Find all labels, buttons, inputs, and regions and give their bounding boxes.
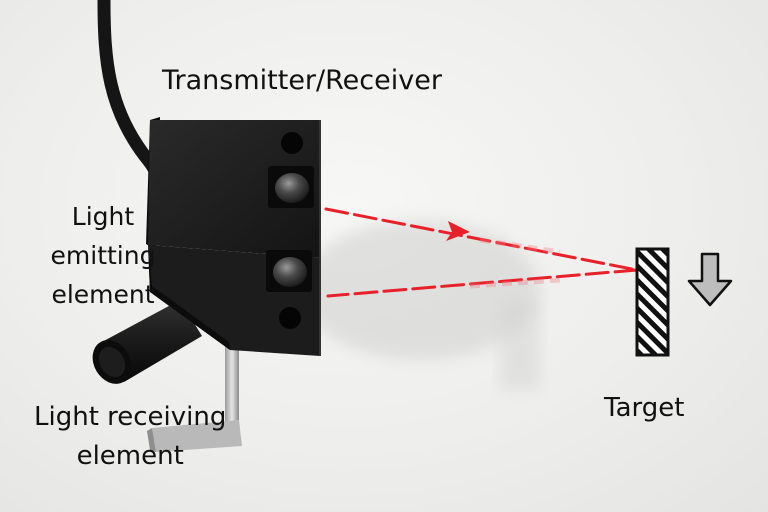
hatched-target-icon — [635, 247, 670, 357]
sensor-tube — [92, 300, 202, 384]
beam-glow — [469, 237, 561, 289]
target-label: Target — [604, 393, 685, 423]
label-line: element — [76, 441, 184, 471]
emitter-lens — [268, 166, 314, 208]
beam-arrowhead — [446, 221, 470, 241]
mounting-hole-top — [281, 132, 303, 154]
label-line: Light receiving — [34, 402, 227, 432]
mounting-hole-bottom — [279, 307, 301, 329]
sensor-shadow — [300, 220, 540, 360]
label-line: Light — [71, 202, 135, 231]
mounting-bracket — [147, 340, 242, 452]
transmitter-receiver-label: Transmitter/Receiver — [162, 65, 442, 96]
receiver-lens — [266, 250, 312, 292]
bracket-shadow — [500, 300, 540, 390]
light-emitting-element-label: Light emitting element — [28, 198, 178, 314]
light-beams — [324, 207, 639, 298]
emitted-beam — [324, 207, 639, 272]
light-receiving-element-label: Light receiving element — [34, 398, 226, 476]
down-arrow-icon — [687, 252, 733, 307]
label-line: element — [51, 279, 155, 309]
label-line: emitting — [50, 240, 156, 270]
reflected-beam — [326, 268, 639, 298]
